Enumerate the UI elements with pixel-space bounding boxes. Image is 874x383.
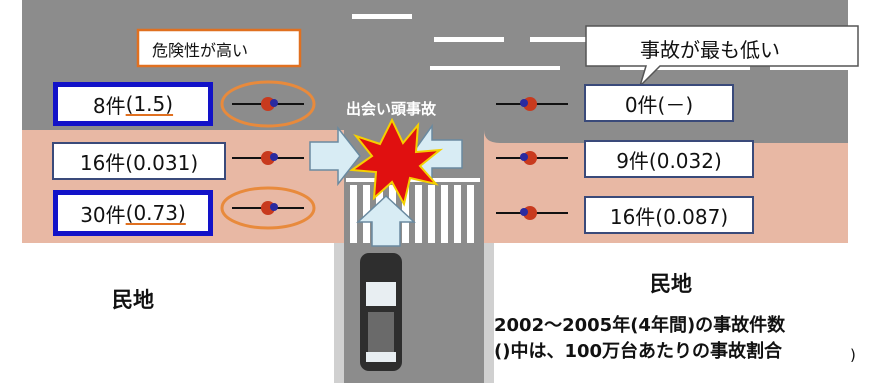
arrow-north xyxy=(356,194,416,247)
note-line-1: 2002〜2005年(4年間)の事故件数 xyxy=(494,315,786,336)
count-box-right-1: 0件(－) xyxy=(584,84,734,122)
stray-paren: ) xyxy=(850,346,856,364)
bicycle-icon xyxy=(496,97,568,111)
arrow-east xyxy=(309,125,361,187)
bicycle-icon xyxy=(232,151,304,165)
note-line-2: ()中は、100万台あたりの事故割合 xyxy=(494,341,783,362)
count-box-left-2: 16件(0.031) xyxy=(52,142,226,180)
high-risk-tag xyxy=(136,28,302,68)
count-box-left-3: 30件(0.73) xyxy=(53,190,213,236)
count-box-right-3: 16件(0.087) xyxy=(584,196,754,234)
risk-ellipse xyxy=(220,80,316,128)
callout-bubble xyxy=(585,25,859,87)
bicycle-icon xyxy=(232,97,304,111)
crash-burst-icon xyxy=(349,117,444,207)
count-box-right-2: 9件(0.032) xyxy=(584,140,754,178)
bicycle-icon xyxy=(496,206,568,220)
lowest-risk-label: 事故が最も低い xyxy=(640,38,780,62)
high-risk-label: 危険性が高い xyxy=(152,41,249,60)
risk-ellipse xyxy=(220,186,316,230)
count-box-left-1: 8件(1.5) xyxy=(53,82,213,126)
bicycle-icon xyxy=(496,151,568,165)
crash-type-label: 出会い頭事故 xyxy=(346,100,437,118)
car-icon xyxy=(360,253,402,371)
bicycle-icon xyxy=(232,201,304,215)
land-label-left: 民地 xyxy=(112,288,154,312)
land-label-right: 民地 xyxy=(650,272,692,296)
